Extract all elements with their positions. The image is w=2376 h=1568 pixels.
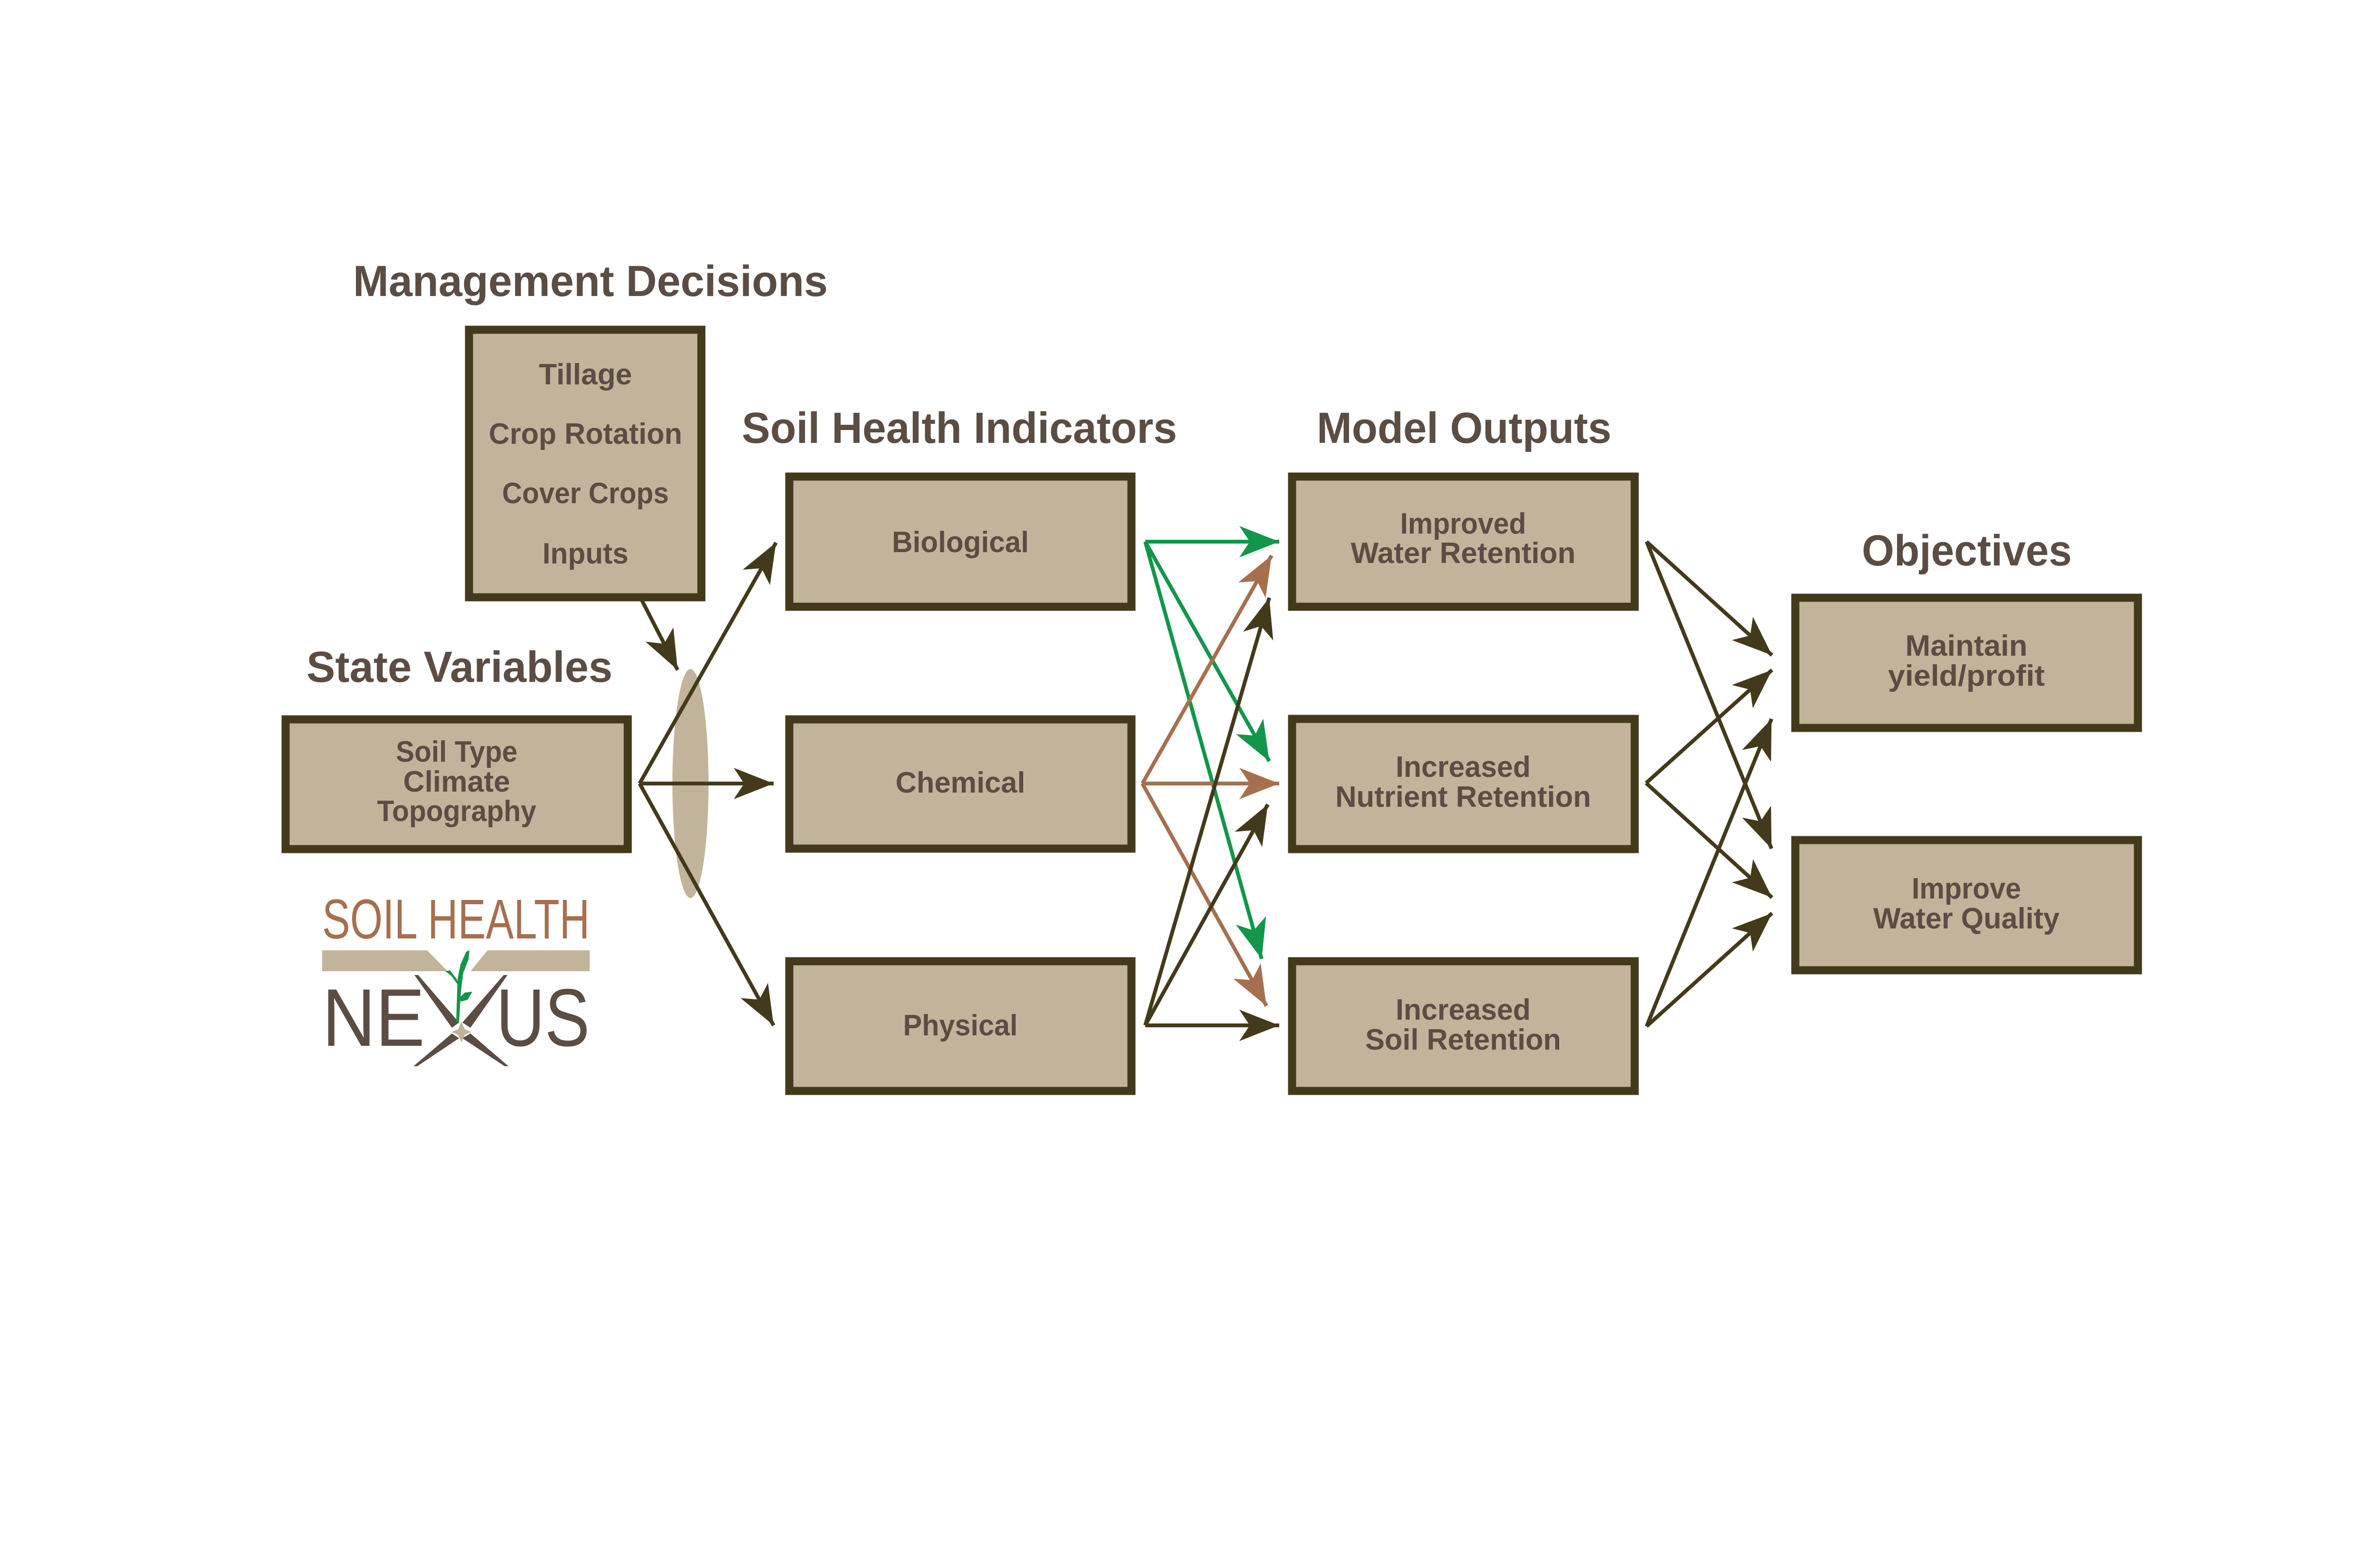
output-water-retention-line2: Water Retention: [1351, 537, 1576, 570]
indicator-label-biological: Biological: [892, 526, 1029, 559]
arrow-management-to-interaction: [640, 599, 680, 671]
logo-soil-health-text: SOIL HEALTH: [322, 888, 590, 951]
management-item-tillage: Tillage: [539, 358, 632, 391]
state-to-indicator-arrows: [638, 542, 778, 1026]
management-item-cover-crops: Cover Crops: [502, 477, 669, 510]
logo-sprout-icon: [445, 950, 472, 1022]
logo-bar-right: [470, 950, 590, 971]
logo-x-mark-icon: [413, 975, 508, 1066]
indicator-box-biological[interactable]: [785, 472, 1136, 611]
output-nutrient-retention-line1: Increased: [1396, 751, 1531, 784]
objectives-title: Objectives: [1862, 526, 2072, 575]
soil-health-indicators-group: Soil Health Indicators Biological Chemic…: [742, 404, 1177, 1095]
output-water-retention-line1: Improved: [1400, 507, 1526, 540]
objective-yield-line2: yield/profit: [1888, 660, 2045, 692]
state-line-climate: Climate: [403, 765, 510, 798]
arrow-chemical-to-soil-retention: [1140, 783, 1268, 1007]
objective-box-yield-profit[interactable]: [1791, 593, 2142, 732]
management-item-crop-rotation: Crop Rotation: [489, 418, 682, 450]
indicator-label-chemical: Chemical: [896, 766, 1025, 799]
indicator-box-chemical[interactable]: [785, 715, 1136, 853]
output-to-objective-arrows: [1645, 540, 1773, 1028]
arrow-soil-retention-to-yield: [1645, 718, 1773, 1027]
arrow-water-retention-to-yield: [1645, 540, 1773, 657]
output-box-nutrient-retention[interactable]: [1288, 715, 1639, 853]
arrow-physical-to-water-retention: [1143, 597, 1274, 1026]
logo-nexus-left-text: NE: [322, 972, 425, 1063]
arrow-nutrient-retention-to-yield: [1645, 669, 1773, 784]
soil-health-indicators-title: Soil Health Indicators: [742, 404, 1177, 452]
objectives-group: Objectives Maintain yield/profit Improve…: [1791, 526, 2142, 975]
indicator-label-physical: Physical: [903, 1009, 1018, 1042]
management-decisions-box[interactable]: [465, 325, 706, 602]
objective-water-quality-line2: Water Quality: [1873, 902, 2060, 935]
output-nutrient-retention-line2: Nutrient Retention: [1335, 781, 1591, 813]
state-variables-group: State Variables Soil Type Climate Topogr…: [281, 643, 632, 853]
management-decisions-title: Management Decisions: [353, 257, 828, 306]
management-item-inputs: Inputs: [543, 537, 629, 570]
soil-health-nexus-logo: SOIL HEALTH NE US: [322, 888, 590, 1066]
objective-water-quality-line1: Improve: [1912, 872, 2021, 905]
objective-box-water-quality[interactable]: [1791, 836, 2142, 975]
management-decisions-group: Management Decisions Tillage Crop Rotati…: [353, 257, 828, 602]
model-outputs-group: Model Outputs Improved Water Retention I…: [1288, 404, 1639, 1095]
arrow-water-retention-to-water-quality: [1645, 541, 1773, 850]
logo-bar-left: [322, 950, 448, 971]
state-line-soil-type: Soil Type: [396, 736, 517, 768]
output-soil-retention-line2: Soil Retention: [1365, 1023, 1561, 1056]
state-variables-title: State Variables: [307, 643, 613, 691]
indicator-to-output-arrows: [1140, 526, 1279, 1041]
output-soil-retention-line1: Increased: [1396, 994, 1531, 1026]
output-box-water-retention[interactable]: [1288, 472, 1639, 611]
model-outputs-title: Model Outputs: [1317, 404, 1611, 452]
arrow-soil-retention-to-water-quality: [1645, 912, 1773, 1028]
logo-nexus-right-text: US: [496, 972, 590, 1063]
indicator-box-physical[interactable]: [785, 957, 1136, 1095]
arrow-biological-to-nutrient-retention: [1143, 541, 1271, 762]
state-variables-box[interactable]: [281, 715, 632, 853]
arrow-physical-to-nutrient-retention: [1143, 803, 1270, 1026]
output-box-soil-retention[interactable]: [1288, 957, 1639, 1095]
arrow-nutrient-retention-to-water-quality: [1645, 782, 1773, 899]
objective-yield-line1: Maintain: [1906, 630, 2028, 662]
arrow-chemical-to-water-retention: [1140, 555, 1274, 784]
arrow-biological-to-soil-retention: [1143, 541, 1266, 960]
arrow-state-to-biological: [638, 542, 778, 784]
arrow-state-to-physical: [638, 783, 776, 1026]
state-line-topography: Topography: [377, 795, 537, 828]
